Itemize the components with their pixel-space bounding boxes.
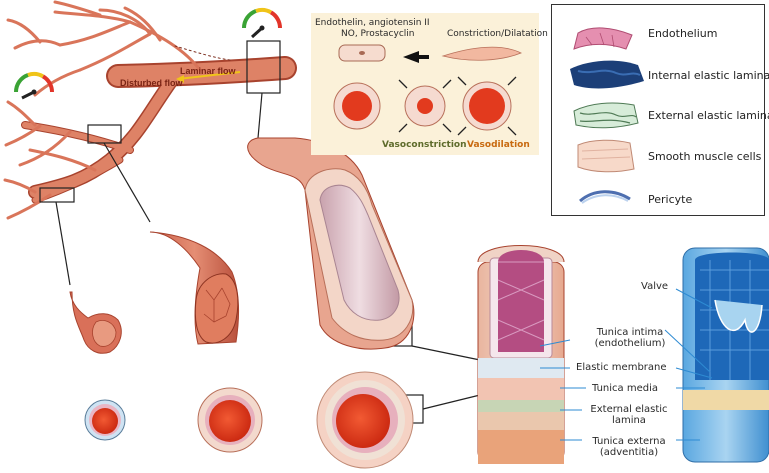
vasoconstriction-label: Vasoconstriction xyxy=(382,140,467,151)
smooth-muscle-icon xyxy=(578,140,634,172)
legend-endothelium: Endothelium xyxy=(648,27,718,40)
gauge-top-icon xyxy=(244,10,280,37)
relaxed-cell-icon xyxy=(443,47,521,60)
endothelium-icon xyxy=(574,28,632,49)
capillary-cross-section xyxy=(85,400,125,440)
artery-cutaway xyxy=(478,246,564,465)
external-elastic-line2: lamina xyxy=(582,415,676,426)
external-elastic-lamina-label: External elastic lamina xyxy=(582,404,676,426)
valve-label: Valve xyxy=(641,281,668,292)
tunica-externa-label: Tunica externa (adventitia) xyxy=(582,436,676,458)
internal-elastic-lamina-icon xyxy=(570,61,644,89)
normal-vessel-icon xyxy=(334,83,380,129)
artery-segment xyxy=(248,138,414,349)
vasodilation-label: Vasodilation xyxy=(467,140,530,151)
vaso-illustration xyxy=(311,13,539,155)
legend-internal-elastic-lamina: Internal elastic lamina xyxy=(648,69,769,82)
vessel-tree xyxy=(5,2,285,218)
tunica-externa-line1: Tunica externa xyxy=(582,436,676,447)
constricted-vessel-icon xyxy=(399,80,451,132)
arteriole-cross-section xyxy=(198,388,262,452)
tunica-intima-line1: Tunica intima xyxy=(588,327,672,338)
disturbed-flow-label: Disturbed flow xyxy=(120,78,183,88)
tunica-externa-line2: (adventitia) xyxy=(582,447,676,458)
elastic-membrane-label: Elastic membrane xyxy=(576,362,667,373)
dilated-vessel-icon xyxy=(458,77,516,135)
swap-arrows-icon xyxy=(403,43,437,63)
arteriole-segment xyxy=(150,232,239,344)
legend: Endothelium Internal elastic lamina Exte… xyxy=(551,4,765,216)
external-elastic-line1: External elastic xyxy=(582,404,676,415)
laminar-flow-label: Laminar flow xyxy=(180,66,237,76)
artery-cross-section xyxy=(317,372,413,468)
tunica-media-label: Tunica media xyxy=(592,383,658,394)
legend-pericyte: Pericyte xyxy=(648,193,692,206)
external-elastic-lamina-icon xyxy=(574,103,638,128)
tunica-intima-line2: (endothelium) xyxy=(588,338,672,349)
capillary-segment xyxy=(70,292,121,353)
tunica-intima-label: Tunica intima (endothelium) xyxy=(588,327,672,349)
vein-cutaway xyxy=(683,248,769,462)
legend-external-elastic-lamina: External elastic lamina xyxy=(648,109,769,122)
legend-smooth-muscle-cells: Smooth muscle cells xyxy=(648,150,761,163)
vasoactivity-panel: Endothelin, angiotensin II NO, Prostacyc… xyxy=(311,13,539,155)
pericyte-icon xyxy=(580,192,630,203)
